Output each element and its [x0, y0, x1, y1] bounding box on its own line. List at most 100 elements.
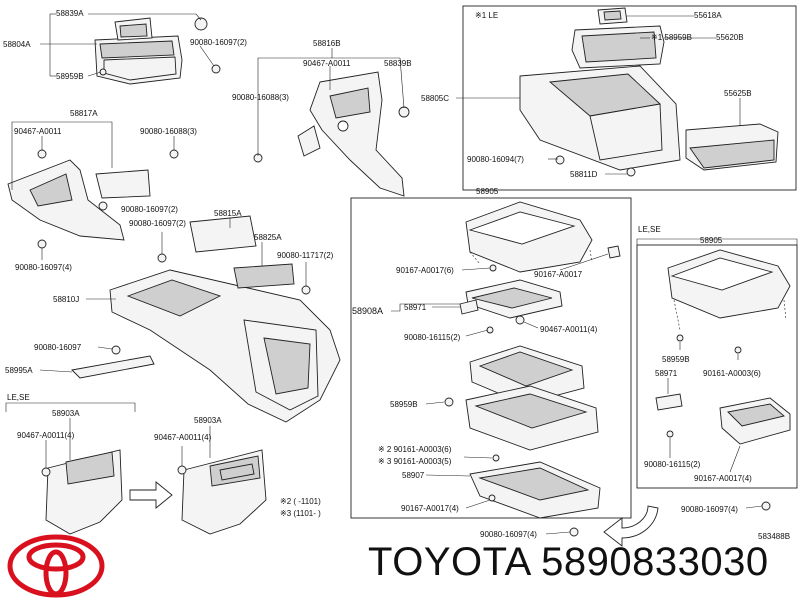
- brand-part-number: TOYOTA 5890833030: [368, 540, 769, 584]
- part-55625B-box: [685, 123, 779, 171]
- label-58817A: 58817A: [70, 109, 98, 118]
- label-90080-16097-2-b: 90080-16097(2): [121, 205, 178, 214]
- leader-16097-2-a: [199, 45, 215, 67]
- label-le-se-b: LE,SE: [638, 225, 661, 234]
- part-58817A-side-panel: [7, 149, 179, 249]
- label-55620B: 55620B: [716, 33, 744, 42]
- label-58811D: 58811D: [570, 170, 598, 179]
- dash-armrest-a: [469, 249, 593, 265]
- label-90080-16097-4-a: 90080-16097(4): [15, 263, 72, 272]
- leader-16097: [97, 346, 113, 350]
- label-90467-A0011-4-c: 90467-A0011(4): [540, 325, 598, 334]
- label-58971-b: 58971: [655, 369, 678, 378]
- label-58905-a: 58905: [476, 187, 499, 196]
- part-58810J-console: [109, 215, 341, 423]
- leader-58839A: [88, 13, 202, 21]
- label-90467-A0011-4-a: 90467-A0011(4): [17, 431, 75, 440]
- leader-6: [461, 267, 491, 271]
- part-58905-armrest: [465, 201, 593, 273]
- dash-armrest-b: [673, 299, 787, 331]
- leader-58995A: [39, 369, 73, 373]
- part-58816B-bracket: [253, 71, 410, 197]
- screw-58959B-b: [444, 397, 454, 407]
- label-90080-16088-3-b: 90080-16088(3): [140, 127, 197, 136]
- label-90167-A0017-a: 90167-A0017: [534, 270, 583, 279]
- label-90080-16097-2-c: 90080-16097(2): [129, 219, 186, 228]
- label-58903A-a: 58903A: [52, 409, 80, 418]
- part-hinge-b: [719, 397, 791, 445]
- leader-a0011-4-c: [523, 321, 539, 329]
- label-90161-A0003-5: ※ 3 90161-A0003(5): [378, 457, 452, 466]
- label-58839B: 58839B: [384, 59, 412, 68]
- clip-a0017: [607, 245, 621, 259]
- screw-58959B-c: [676, 334, 684, 342]
- label-90161-A0003-6-b: 90161-A0003(6): [703, 369, 761, 378]
- label-90167-A0017-6: 90167-A0017(6): [396, 266, 454, 275]
- box-armrest-assembly: [350, 197, 632, 519]
- part-58804A-bin: [94, 17, 221, 85]
- label-note-3: ※3 (1101- ): [280, 509, 321, 518]
- label-58959B-a: 58959B: [56, 72, 84, 81]
- label-90080-16088-3-a: 90080-16088(3): [232, 93, 289, 102]
- leader-a0017: [559, 253, 609, 271]
- label-55618A: 55618A: [694, 11, 722, 20]
- screw-16097-4-b: [569, 527, 579, 537]
- part-58907-base: [469, 461, 601, 519]
- part-58905-armrest-b: [667, 249, 791, 319]
- leader-a0017-4-b: [729, 445, 741, 473]
- screw-a0017-6: [489, 264, 497, 272]
- part-58908A-hinge: [465, 279, 563, 325]
- leader-58959B-b: [425, 401, 445, 405]
- screw-a0017-4: [488, 494, 496, 502]
- screw-16097-4-c: [761, 501, 771, 511]
- label-90167-A0017-4-a: 90167-A0017(4): [401, 504, 459, 513]
- leader-58959B-a: [87, 71, 102, 77]
- leader-16097-4-b: [545, 531, 571, 535]
- label-90080-16094-7: 90080-16094(7): [467, 155, 524, 164]
- label-58995A: 58995A: [5, 366, 33, 375]
- toyota-logo-icon: [7, 534, 105, 598]
- label-58907: 58907: [402, 471, 425, 480]
- label-58815A: 58815A: [214, 209, 242, 218]
- label-90080-16097-4-b: 90080-16097(4): [480, 530, 537, 539]
- label-90167-A0017-4-b: 90167-A0017(4): [694, 474, 752, 483]
- bracket-le-se-right: [636, 238, 798, 245]
- label-55625B: 55625B: [724, 89, 752, 98]
- label-58905-b: 58905: [700, 236, 723, 245]
- leader-58816B: [257, 48, 333, 156]
- label-note-2: ※2 ( -1101): [280, 497, 321, 506]
- label-le-se-a: LE,SE: [7, 393, 30, 402]
- label-58971-a: 58971: [404, 303, 427, 312]
- leader-16115-2-a: [465, 329, 489, 337]
- part-58995A-bracket: [71, 345, 155, 379]
- screw-16094: [555, 155, 565, 165]
- label-90080-16097-4-c: 90080-16097(4): [681, 505, 738, 514]
- label-58903A-b: 58903A: [194, 416, 222, 425]
- label-diagram-code: 583488B: [758, 532, 790, 541]
- part-58971-latch-b: [655, 393, 683, 438]
- clip-58811D: [626, 167, 636, 177]
- curved-arrow-icon: [603, 505, 659, 547]
- label-90467-A0011-a: 90467-A0011: [303, 59, 351, 68]
- label-90467-A0011-b: 90467-A0011: [14, 127, 62, 136]
- label-58908A: 58908A: [352, 306, 383, 316]
- part-58805C-console-box: [519, 65, 681, 171]
- part-58903A-panel-a: [41, 449, 123, 535]
- part-tray-lower: [469, 345, 585, 405]
- label-58839A: 58839A: [56, 9, 84, 18]
- part-inner-tray: [465, 385, 599, 451]
- label-58805C: 58805C: [421, 94, 449, 103]
- part-55620B-panel: [571, 25, 665, 69]
- bracket-le-se-left: [5, 402, 136, 412]
- part-58971-latch-a: [459, 299, 494, 334]
- label-58959B-c: 58959B: [662, 355, 690, 364]
- leader-58907: [425, 474, 471, 477]
- label-90161-A0003-6: ※ 2 90161-A0003(6): [378, 445, 452, 454]
- label-58804A: 58804A: [3, 40, 31, 49]
- label-90080-16115-2-b: 90080-16115(2): [644, 460, 701, 469]
- leader-a0017-4-a: [465, 499, 491, 509]
- label-90467-A0011-4-b: 90467-A0011(4): [154, 433, 212, 442]
- leader-58817A: [11, 121, 113, 190]
- label-note-1-58959B: ※1 58959B: [651, 33, 692, 42]
